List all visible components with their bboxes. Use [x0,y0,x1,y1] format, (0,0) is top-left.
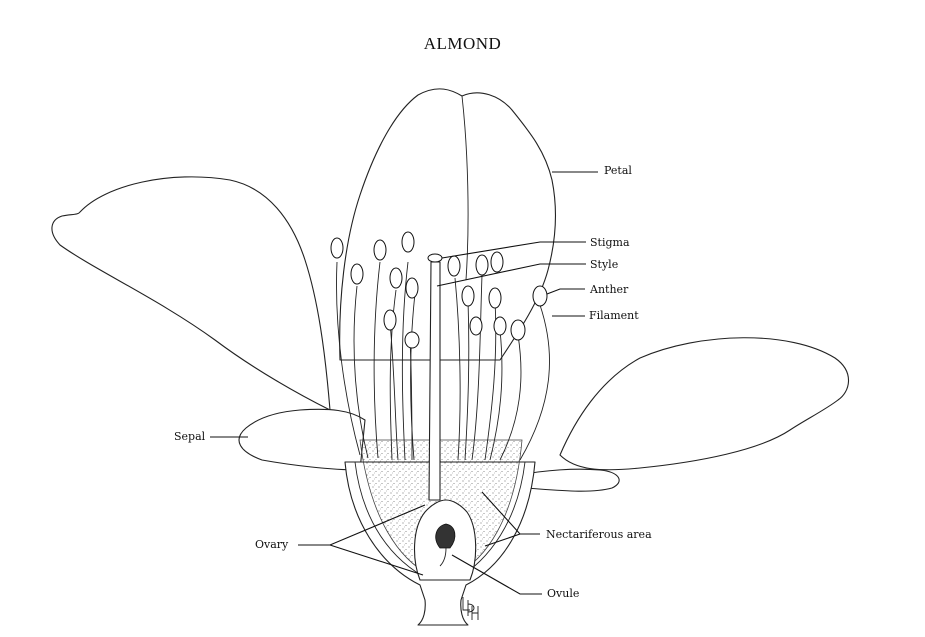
filaments [336,261,550,461]
stigma [427,253,443,263]
leader-lines [210,171,598,595]
right-petal [559,337,850,471]
sepal-right [519,468,620,492]
label-filament: Filament [589,309,639,322]
label-ovule: Ovule [547,587,580,600]
label-style: Style [590,258,619,271]
top-petal [339,88,557,361]
anthers [330,231,548,349]
artist-monogram [462,597,479,620]
label-anther: Anther [590,283,629,296]
sepal-left [238,408,366,471]
diagram-title: ALMOND [423,34,502,53]
label-sepal: Sepal [174,430,206,443]
label-nectariferous-area: Nectariferous area [546,528,652,541]
label-petal: Petal [604,164,632,177]
style [428,261,441,501]
label-ovary: Ovary [255,538,289,551]
label-stigma: Stigma [590,236,630,249]
ovule [435,523,456,549]
left-petal [51,176,331,411]
